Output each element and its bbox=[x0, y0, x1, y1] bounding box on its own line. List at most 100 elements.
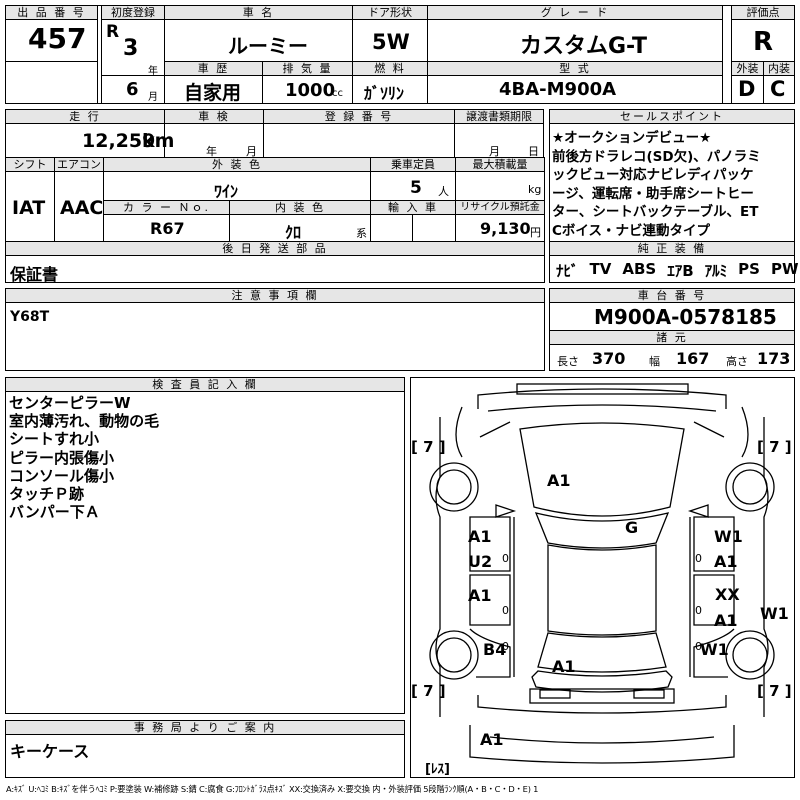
tire-mark: [ 7 ] bbox=[757, 682, 792, 700]
tire-mark: [ 7 ] bbox=[411, 682, 446, 700]
tire-mark: [ 7 ] bbox=[411, 438, 446, 456]
damage-mark: U2 bbox=[468, 552, 493, 571]
recycle: 9,130 bbox=[480, 219, 531, 238]
plate-cell bbox=[263, 123, 455, 158]
equipment-label: 純 正 装 備 bbox=[549, 241, 795, 256]
reg-month: 6 bbox=[126, 79, 139, 100]
mileage-unit: km bbox=[142, 130, 175, 152]
damage-mark: A1 bbox=[552, 657, 576, 676]
mileage: 12,259 bbox=[82, 130, 156, 152]
sales-point-line: ージ、運転席・助手席シートヒー bbox=[552, 185, 754, 202]
car-name: ルーミー bbox=[228, 34, 308, 58]
recycle-label: リサイクル預託金 bbox=[455, 200, 545, 215]
sales-point-line: ター、シートバックテーブル、ET bbox=[552, 204, 759, 220]
sales-point-text: ★オークションデビュー★ 前後方ドラレコ(SD欠)、パノラミ ックビュー対応ナビ… bbox=[552, 129, 761, 240]
chassis-no: M900A-0578185 bbox=[594, 305, 777, 329]
handover-day: 日 bbox=[528, 145, 539, 158]
damage-mark: W1 bbox=[700, 640, 729, 659]
grade-label: グ レ ー ド bbox=[427, 5, 723, 20]
legend: A:ｷｽﾞ U:ﾍｺﾐ B:ｷｽﾞを伴うﾍｺﾐ P:要塗装 W:補修跡 S:錆 … bbox=[6, 784, 539, 794]
insp-year: 年 bbox=[206, 145, 217, 158]
first-reg-label: 初度登録 bbox=[101, 5, 165, 20]
equipment-item: ｴｱB bbox=[667, 262, 694, 280]
door-label: ドア形状 bbox=[352, 5, 428, 20]
equipment-cell bbox=[549, 255, 795, 283]
displacement-unit: cc bbox=[332, 88, 343, 99]
handover-label: 譲渡書類期限 bbox=[454, 109, 544, 124]
history-label: 車 歴 bbox=[164, 61, 263, 76]
zero-mark: 0 bbox=[502, 552, 509, 565]
reg-year-unit: 年 bbox=[148, 66, 158, 77]
inspector-line: シートすれ小 bbox=[9, 430, 100, 449]
shift: IAT bbox=[12, 197, 46, 219]
ac: AAC bbox=[60, 197, 104, 219]
handover-month: 月 bbox=[489, 145, 500, 158]
door: 5W bbox=[372, 30, 410, 54]
sales-point-line: ックビュー対応ナビレディパッケ bbox=[552, 167, 754, 183]
ext-color: ﾜｲﾝ bbox=[214, 182, 239, 201]
dimensions-label: 諸 元 bbox=[549, 330, 795, 345]
notes-cell bbox=[5, 302, 545, 371]
import-cell bbox=[370, 214, 413, 242]
lot-no: 457 bbox=[28, 22, 87, 55]
interior-cell bbox=[763, 75, 795, 104]
model: 4BA-M900A bbox=[499, 79, 617, 100]
inspector-line: センターピラーW bbox=[9, 394, 131, 412]
exterior-label: 外装 bbox=[731, 61, 764, 76]
inspector-notes: センターピラーW 室内薄汚れ、動物の毛 シートすれ小 ピラー内張傷小 コンソール… bbox=[9, 394, 159, 521]
import-cell-2 bbox=[412, 214, 456, 242]
interior: C bbox=[770, 77, 786, 101]
later-parts-label: 後 日 発 送 部 品 bbox=[5, 241, 545, 256]
inspection-label: 車 検 bbox=[164, 109, 264, 124]
tire-mark: [ 7 ] bbox=[757, 438, 792, 456]
displacement-label: 排 気 量 bbox=[262, 61, 353, 76]
int-color-label: 内 装 色 bbox=[229, 200, 371, 215]
fuel: ｶﾞｿﾘﾝ bbox=[364, 84, 405, 103]
equipment-item: ｱﾙﾐ bbox=[704, 262, 728, 280]
history: 自家用 bbox=[184, 82, 242, 104]
damage-mark: XX bbox=[715, 585, 740, 604]
equipment-item: PW bbox=[770, 260, 799, 278]
dimensions-cell bbox=[549, 344, 795, 371]
ac-label: エアコン bbox=[54, 157, 104, 172]
zero-mark: 0 bbox=[502, 604, 509, 617]
office-cell bbox=[5, 734, 405, 778]
lot-no-empty-cell bbox=[5, 61, 98, 104]
load-label: 最大積載量 bbox=[455, 157, 545, 172]
model-label: 型 式 bbox=[427, 61, 723, 76]
car-name-label: 車 名 bbox=[164, 5, 353, 20]
seats: 5 bbox=[410, 178, 422, 198]
damage-mark: A1 bbox=[714, 611, 738, 630]
lot-no-label: 出 品 番 号 bbox=[5, 5, 98, 20]
equipment-item: ﾅﾋﾞ bbox=[556, 262, 579, 280]
later-parts: 保証書 bbox=[10, 265, 59, 284]
plate-label: 登 録 番 号 bbox=[263, 109, 455, 124]
damage-mark: G bbox=[625, 518, 639, 537]
damage-mark: W1 bbox=[760, 604, 789, 623]
import-label: 輸 入 車 bbox=[370, 200, 456, 215]
model-cell bbox=[427, 75, 723, 104]
sales-point-line: 前後方ドラレコ(SD欠)、パノラミ bbox=[552, 148, 761, 165]
exterior: D bbox=[738, 77, 756, 101]
recycle-unit: 円 bbox=[530, 226, 541, 239]
int-color-unit: 系 bbox=[356, 227, 367, 240]
sales-point-line: Cボイス・ナビ連動タイプ bbox=[552, 222, 711, 239]
reg-month-unit: 月 bbox=[148, 92, 158, 103]
damage-mark: W1 bbox=[714, 527, 743, 546]
width: 167 bbox=[676, 349, 710, 368]
grade: カスタムG-T bbox=[520, 34, 647, 59]
later-parts-cell bbox=[5, 255, 545, 283]
spare-label: [ﾚｽ] bbox=[425, 762, 450, 777]
equipment-item: TV bbox=[589, 260, 612, 278]
height-label: 高さ bbox=[726, 355, 748, 368]
seats-unit: 人 bbox=[438, 185, 449, 198]
zero-mark: 0 bbox=[695, 552, 702, 565]
inspector-line: 室内薄汚れ、動物の毛 bbox=[9, 412, 160, 431]
height: 173 bbox=[757, 349, 791, 368]
chassis-label: 車 台 番 号 bbox=[549, 288, 795, 303]
seats-label: 乗車定員 bbox=[370, 157, 456, 172]
equipment-item: ABS bbox=[622, 260, 657, 278]
inspector-line: タッチＰ跡 bbox=[9, 485, 85, 504]
damage-mark: A1 bbox=[547, 471, 571, 490]
diagram-frame bbox=[410, 377, 795, 778]
